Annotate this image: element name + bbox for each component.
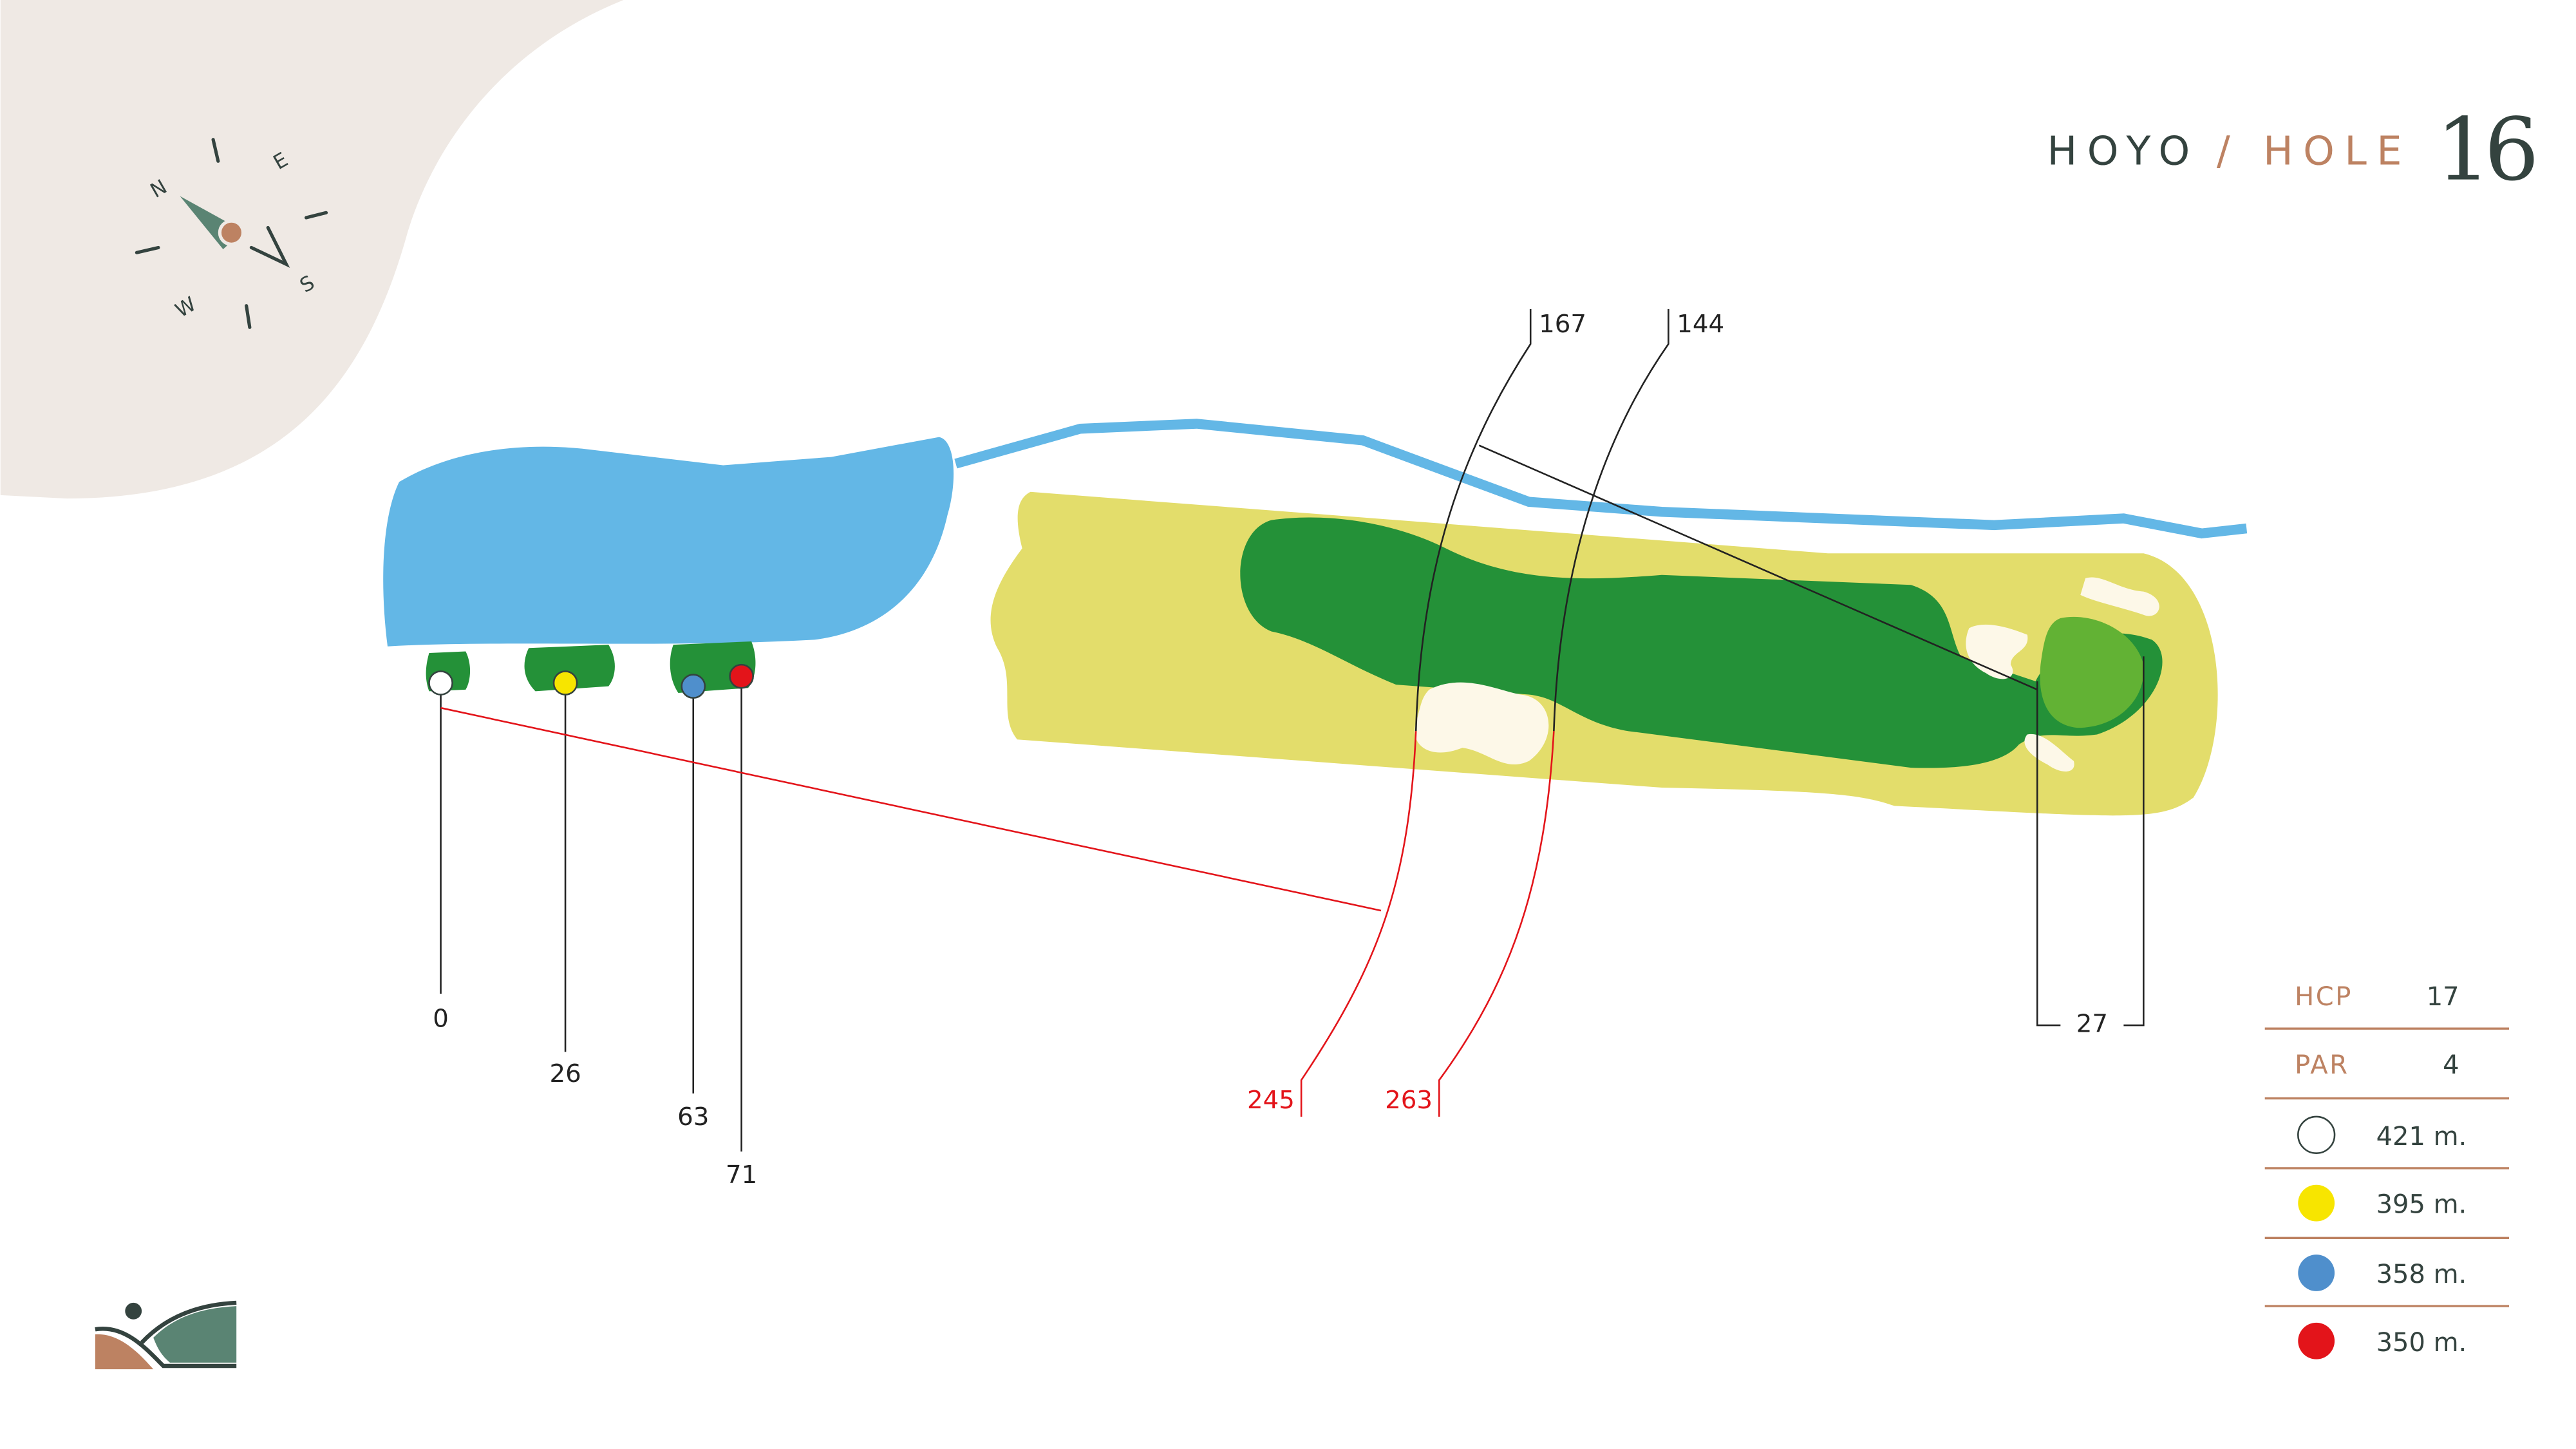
label-263: 263: [1385, 1086, 1433, 1115]
bunker-fairway: [1415, 682, 1549, 765]
hcp-label: HCP: [2295, 982, 2353, 1012]
label-tee-white: 0: [433, 1005, 449, 1034]
tee-marker-blue: [681, 674, 706, 699]
legend-dot-white: [2297, 1115, 2336, 1155]
green: [2040, 616, 2144, 728]
label-167: 167: [1539, 310, 1586, 339]
distance-yellow: 395 m.: [2376, 1190, 2467, 1220]
distance-red: 350 m.: [2376, 1328, 2467, 1358]
label-144: 144: [1677, 310, 1724, 339]
compass-pivot: [218, 219, 245, 246]
legend-dot-blue: [2298, 1255, 2335, 1291]
water-lake: [383, 437, 954, 647]
distance-white: 421 m.: [2376, 1122, 2467, 1151]
green-direction-line: [1478, 444, 2038, 690]
arc-263-red: [1438, 731, 1555, 1117]
title-hoyo: HOYO: [2047, 128, 2200, 174]
label-27: 27: [2076, 1009, 2108, 1038]
label-tee-red: 71: [726, 1160, 757, 1189]
tee-marker-yellow: [552, 670, 578, 696]
tee-box-yellow: [524, 645, 615, 692]
arc-167-black: [1415, 308, 1532, 732]
fairway: [1240, 517, 2163, 768]
distance-blue: 358 m.: [2376, 1260, 2467, 1289]
label-tee-yellow: 26: [549, 1059, 581, 1088]
tee-marker-white: [428, 670, 453, 696]
compass: [135, 138, 328, 329]
corner-background: [0, 0, 624, 499]
title-slash: /: [2217, 128, 2230, 174]
label-tee-blue: 63: [677, 1103, 709, 1132]
label-245: 245: [1247, 1086, 1295, 1115]
tee-direction-line: [440, 706, 1382, 912]
arc-144-black: [1553, 308, 1669, 732]
water-stream: [954, 419, 2248, 539]
club-logo: [95, 1300, 237, 1370]
legend-dot-yellow: [2298, 1184, 2335, 1222]
bunker-green-back: [2080, 577, 2159, 616]
green-bracket-right: [2123, 656, 2145, 1027]
title-hole: HOLE: [2263, 128, 2412, 174]
par-value: 4: [2443, 1050, 2459, 1080]
legend-dot-red: [2298, 1322, 2335, 1359]
hole-number: 16: [2436, 99, 2534, 200]
hcp-value: 17: [2427, 982, 2459, 1012]
par-label: PAR: [2295, 1050, 2349, 1080]
info-table: HCP 17 PAR 4 421 m. 395 m. 358 m. 350 m.: [2264, 982, 2510, 1359]
arc-245-red: [1300, 731, 1417, 1117]
green-bracket-left: [2036, 681, 2061, 1027]
tee-marker-red: [729, 663, 754, 689]
